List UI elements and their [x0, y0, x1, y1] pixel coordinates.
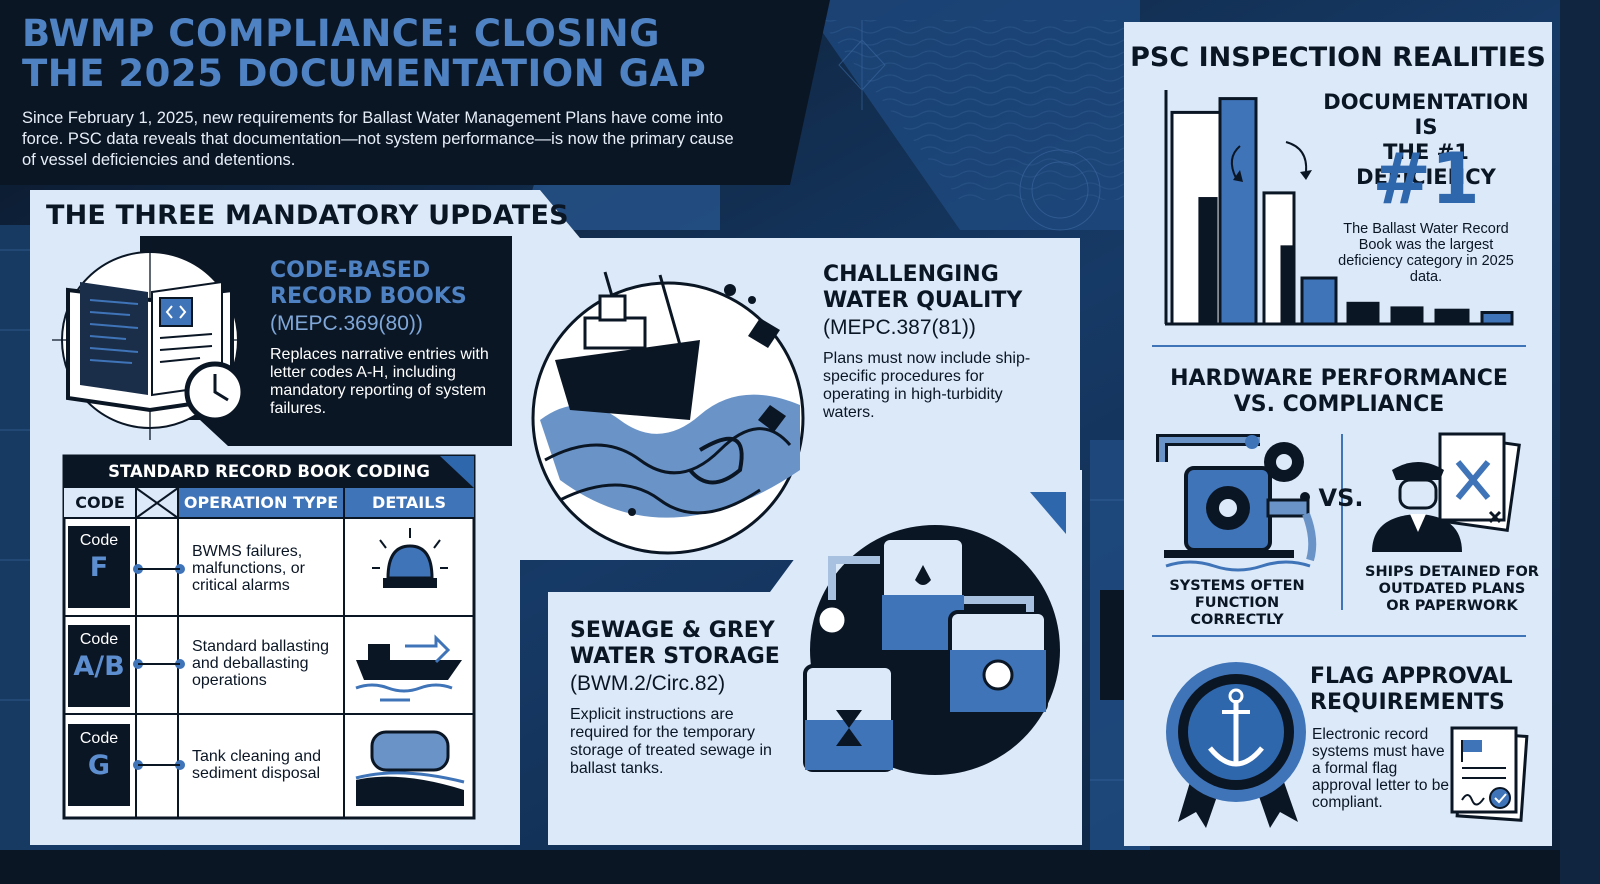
- record-table-caption: STANDARD RECORD BOOK CODING: [108, 462, 430, 481]
- code-badge-ab-label: Code: [79, 631, 119, 648]
- deficiency-big-number: #1: [1372, 138, 1480, 220]
- record-table-header-code: CODE: [75, 493, 125, 512]
- code-badge-ab: Code A/B: [68, 625, 130, 707]
- update-sewage-storage-title: SEWAGE & GREY WATER STORAGE: [570, 618, 790, 670]
- update-record-books: CODE-BASED RECORD BOOKS (MEPC.369(80)) R…: [270, 258, 505, 418]
- deficiency-title-line-1: DOCUMENTATION IS: [1323, 90, 1529, 139]
- hardware-title: HARDWARE PERFORMANCE VS. COMPLIANCE: [1124, 366, 1554, 418]
- ships-detained-caption-line-3: OR PAPERWORK: [1386, 598, 1518, 614]
- update-water-quality: CHALLENGING WATER QUALITY (MEPC.387(81))…: [823, 262, 1043, 422]
- update-record-books-title: CODE-BASED RECORD BOOKS: [270, 258, 505, 310]
- update-water-quality-title: CHALLENGING WATER QUALITY: [823, 262, 1043, 314]
- deficiency-bar: [1346, 301, 1380, 326]
- header: BWMP COMPLIANCE: CLOSING THE 2025 DOCUME…: [22, 14, 782, 189]
- code-badge-g-letter: G: [87, 750, 111, 781]
- main-title-line-1: BWMP COMPLIANCE: CLOSING: [22, 12, 661, 55]
- deficiency-bars: [1170, 97, 1514, 326]
- alarm-light-icon: [372, 528, 448, 588]
- update-sewage-storage-title-line-1: SEWAGE & GREY: [570, 618, 775, 643]
- update-sewage-storage: SEWAGE & GREY WATER STORAGE (BWM.2/Circ.…: [570, 618, 790, 778]
- record-table-header-operation: OPERATION TYPE: [183, 493, 339, 512]
- update-sewage-storage-title-line-2: WATER STORAGE: [570, 644, 780, 669]
- deficiency-title: DOCUMENTATION IS THE #1 DEFICIENCY: [1310, 90, 1542, 190]
- ships-detained-caption-line-2: OUTDATED PLANS: [1378, 581, 1526, 597]
- ship-waves-icon: [531, 271, 805, 555]
- update-water-quality-description: Plans must now include ship-specific pro…: [823, 350, 1031, 421]
- update-water-quality-title-line-1: CHALLENGING: [823, 262, 999, 287]
- record-table-frame: [62, 454, 476, 820]
- book-clock-icon: [52, 240, 248, 440]
- flag-approval-title-line-2: REQUIREMENTS: [1310, 690, 1505, 715]
- deficiency-title-line-2: THE #1 DEFICIENCY: [1356, 140, 1496, 189]
- record-table-header-details: DETAILS: [372, 493, 446, 512]
- systems-function-caption: SYSTEMS OFTEN FUNCTION CORRECTLY: [1152, 578, 1322, 629]
- update-record-books-description: Replaces narrative entries with letter c…: [270, 346, 489, 417]
- updates-heading: THE THREE MANDATORY UPDATES: [46, 200, 569, 231]
- code-badge-g: Code G: [68, 724, 130, 806]
- update-record-books-title-line-1: CODE-BASED: [270, 258, 431, 283]
- deficiency-bar-shade: [1280, 245, 1293, 324]
- table-row-g-operation: Tank cleaning and sediment disposal: [192, 748, 321, 782]
- table-row-ab-operation: Standard ballasting and deballasting ope…: [192, 638, 329, 689]
- deficiency-bar-shade: [1198, 197, 1218, 324]
- update-record-books-title-line-2: RECORD BOOKS: [270, 284, 467, 309]
- ships-detained-caption: SHIPS DETAINED FOR OUTDATED PLANS OR PAP…: [1362, 564, 1542, 615]
- approval-letter-icon: [1450, 726, 1529, 822]
- main-title: BWMP COMPLIANCE: CLOSING THE 2025 DOCUME…: [22, 14, 782, 94]
- systems-function-caption-line-2: FUNCTION CORRECTLY: [1190, 595, 1284, 628]
- code-badge-f-letter: F: [89, 552, 109, 583]
- update-sewage-storage-description: Explicit instructions are required for t…: [570, 706, 772, 777]
- psc-title: PSC INSPECTION REALITIES: [1130, 42, 1546, 73]
- storage-tanks-icon: [803, 525, 1060, 775]
- update-water-quality-title-line-2: WATER QUALITY: [823, 288, 1023, 313]
- update-sewage-storage-ref: (BWM.2/Circ.82): [570, 672, 726, 695]
- vs-label: VS.: [1318, 484, 1364, 512]
- systems-function-caption-line-1: SYSTEMS OFTEN: [1169, 578, 1305, 594]
- code-badge-ab-letter: A/B: [73, 651, 125, 682]
- ship-ballast-icon: [355, 634, 462, 702]
- update-record-books-ref: (MEPC.369(80)): [270, 312, 423, 335]
- pump-gear-icon: [1156, 434, 1317, 572]
- inspector-document-icon: [1372, 432, 1521, 552]
- flag-approval-title-line-1: FLAG APPROVAL: [1310, 664, 1513, 689]
- deficiency-bar: [1390, 306, 1424, 326]
- update-water-quality-ref: (MEPC.387(81)): [823, 316, 976, 339]
- flag-approval-badge-icon: [1166, 662, 1306, 828]
- deficiency-bar: [1480, 311, 1514, 326]
- hardware-title-line-1: HARDWARE PERFORMANCE: [1170, 366, 1508, 391]
- deficiency-note: The Ballast Water Record Book was the la…: [1338, 221, 1514, 285]
- table-row-f-operation: BWMS failures, malfunctions, or critical…: [192, 543, 305, 594]
- intro-text: Since February 1, 2025, new requirements…: [22, 109, 734, 169]
- deficiency-bar: [1218, 97, 1258, 326]
- hardware-title-line-2: VS. COMPLIANCE: [1233, 392, 1445, 417]
- code-badge-f-label: Code: [79, 532, 119, 549]
- ships-detained-caption-line-1: SHIPS DETAINED FOR: [1365, 564, 1539, 580]
- flag-approval-description: Electronic record systems must have a fo…: [1312, 726, 1450, 811]
- code-badge-f: Code F: [68, 526, 130, 608]
- tank-sediment-icon: [355, 730, 465, 806]
- code-badge-g-label: Code: [79, 730, 119, 747]
- flag-approval-title: FLAG APPROVAL REQUIREMENTS: [1310, 664, 1542, 716]
- main-title-line-2: THE 2025 DOCUMENTATION GAP: [22, 52, 707, 95]
- deficiency-bar: [1434, 308, 1470, 326]
